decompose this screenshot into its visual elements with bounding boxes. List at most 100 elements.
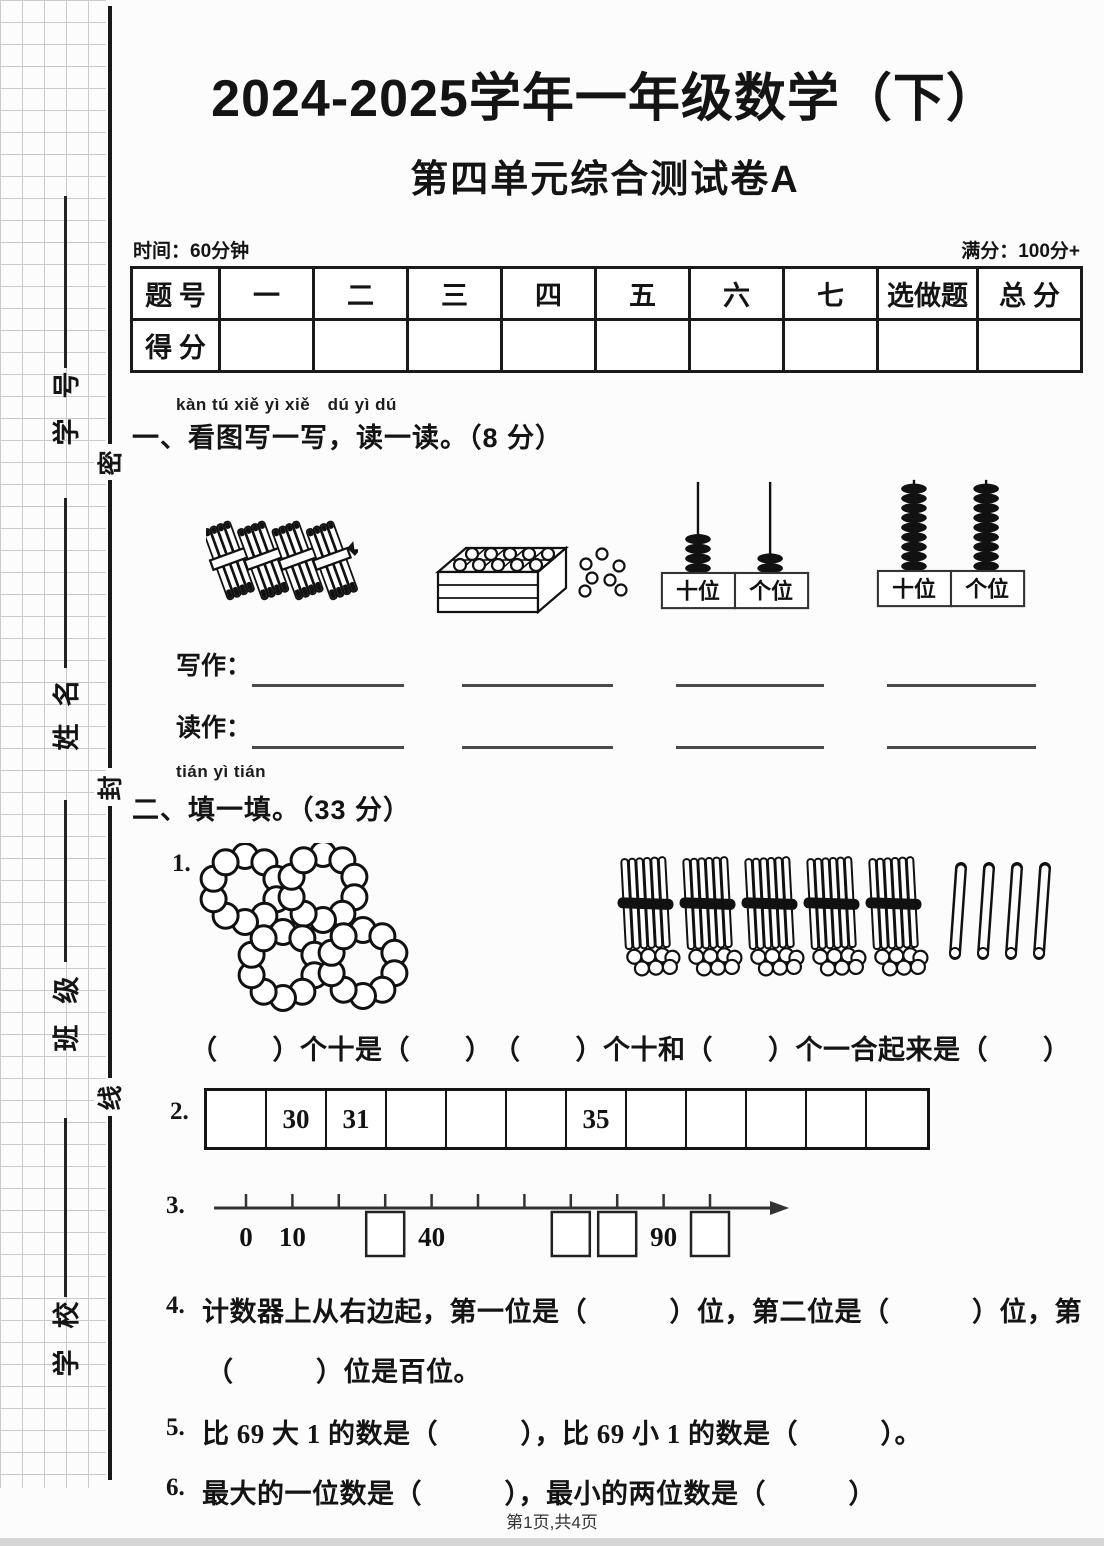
score-cell-empty [312,318,409,373]
scan-bottom-edge [0,1538,1104,1546]
sidebar-answer-line [64,498,67,668]
read-as-label: 读作： [176,715,252,742]
strip-cell-empty [627,1091,687,1147]
score-cell-empty [594,318,691,373]
read-answer-blank [462,746,613,749]
item4-line2: （ ）位是百位。 [206,1357,481,1387]
seal-line-segment [108,1116,112,1480]
item1-number: 1. [172,850,191,877]
sidebar-answer-line [64,196,67,368]
number-line-answer-box [596,1210,638,1258]
strip-cell-value: 30 [267,1091,327,1147]
score-header-cell: 二 [312,266,409,321]
score-header-cell: 总 分 [976,266,1083,321]
section2-pinyin: tián yì tián [176,762,267,781]
read-answer-blank [676,746,824,749]
svg-text:10: 10 [279,1222,306,1252]
strip-cell-empty [507,1091,567,1147]
section1-pinyin: kàn tú xiě yì xiě dú yì dú [176,395,397,414]
score-row-label: 得 分 [130,318,221,373]
score-header-cell: 题 号 [130,266,221,321]
exam-subtitle: 第四单元综合测试卷A [410,159,800,201]
score-header-cell: 选做题 [876,266,979,321]
read-answer-blank [887,746,1036,749]
number-line-answer-box [364,1210,406,1258]
sidebar-field-char: 学 [52,1349,82,1377]
sidebar-field-char: 校 [52,1301,82,1329]
exam-title: 2024-2025学年一年级数学（下） [211,70,999,128]
sidebar-field-char: 号 [52,371,82,399]
score-header-cell: 七 [782,266,879,321]
score-cell-empty [782,318,879,373]
bead-rings-svg [199,840,409,1012]
strip-cell-empty [207,1091,267,1147]
sidebar-field-char: 班 [52,1024,82,1052]
meta-row: 时间：60分钟 满分：100分+ [133,236,1080,263]
write-as-label: 写作： [176,653,252,680]
strip-cell-empty [807,1091,867,1147]
item4-number: 4. [166,1292,185,1319]
item6-number: 6. [166,1474,185,1501]
section1-heading: 一、看图写一写，读一读。（8 分） [132,423,564,453]
bead-rings-figure [193,840,413,1018]
score-table: 题 号一二三四五六七选做题总 分得 分 [130,266,1083,373]
bead-tray-figure [424,528,629,625]
sidebar-field-char: 学 [52,418,82,446]
svg-text:十位: 十位 [892,577,936,602]
svg-text:十位: 十位 [676,579,720,604]
bead-tray-svg [435,545,628,615]
score-header-cell: 六 [688,266,785,321]
sidebar-answer-line [64,1118,67,1297]
strip-cell-value: 35 [567,1091,627,1147]
strip-cell-empty [387,1091,447,1147]
read-answer-blank [252,746,404,749]
item5-text: 比 69 大 1 的数是（ ），比 69 小 1 的数是（ ）。 [202,1419,922,1449]
score-cell-empty [976,318,1083,373]
score-cell-empty [876,318,979,373]
seal-line-char: 密 [94,446,128,480]
svg-text:个位: 个位 [748,579,793,604]
abacus-figure-1: 十位 个位 [660,478,810,616]
number-line-answer-box [550,1210,592,1258]
svg-text:0: 0 [239,1222,253,1252]
abacus2-svg: 十位 个位 [876,479,1026,608]
number-line-answer-box [689,1210,731,1258]
write-answer-blank [252,684,404,687]
write-answer-blank [676,684,824,687]
score-table-header-row: 题 号一二三四五六七选做题总 分 [130,266,1083,321]
sidebar-grid-paper [0,0,106,1488]
score-cell-empty [218,318,315,373]
strip-cell-empty [867,1091,927,1147]
seal-line-char: 线 [94,1081,128,1115]
stick-bundles-svg [617,856,1051,977]
score-cell-empty [406,318,503,373]
item2-number: 2. [170,1098,189,1125]
strip-cell-value: 31 [327,1091,387,1147]
score-cell-empty [500,318,597,373]
abacus1-svg: 十位 个位 [660,481,810,610]
item4-line1: 计数器上从右边起，第一位是（ ）位，第二位是（ ）位，第 [202,1297,1082,1327]
svg-text:90: 90 [650,1222,677,1252]
score-table-score-row: 得 分 [130,318,1083,373]
strip-cell-empty [747,1091,807,1147]
score-header-cell: 三 [406,266,503,321]
stick-bundles-figure [616,852,1051,989]
write-answer-blank [462,684,613,687]
svg-text:个位: 个位 [964,577,1009,602]
sidebar-field-char: 姓 [52,723,82,751]
score-header-cell: 五 [594,266,691,321]
item1-sentence: （ ）个十是（ ） （ ）个十和（ ）个一合起来是（ ） [190,1035,1071,1065]
score-header-cell: 一 [218,266,315,321]
full-score-label: 满分：100分+ [961,241,1080,262]
item6-text: 最大的一位数是（ ），最小的两位数是（ ） [202,1479,876,1509]
page-footer: 第1页,共4页 [506,1513,598,1532]
tilted-stick-bundles-figure [202,514,361,615]
seal-line-char: 封 [94,771,128,805]
sidebar-answer-line [64,800,67,962]
strip-cell-empty [447,1091,507,1147]
write-answer-blank [887,684,1036,687]
